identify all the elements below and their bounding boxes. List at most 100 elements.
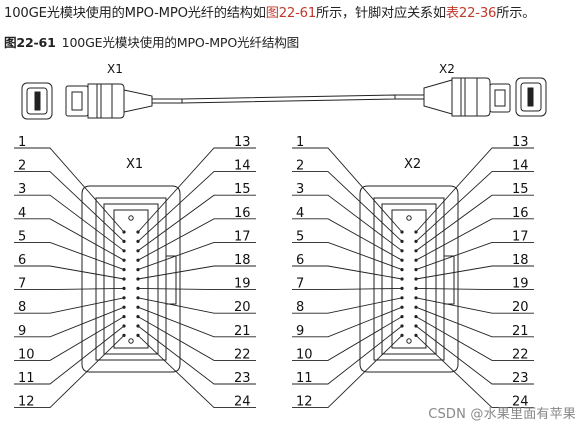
figure-number: 图22-61 [4, 35, 56, 50]
fiber-position [122, 239, 126, 243]
pin-leader-line [415, 287, 534, 291]
pin-number-label: 23 [234, 371, 251, 386]
fiber-position [400, 230, 404, 234]
fiber-position [400, 315, 404, 319]
pin-leader-line [137, 218, 256, 261]
pin-leader-line [292, 306, 403, 338]
pin-leader-line [137, 335, 256, 409]
pin-number-label: 20 [512, 300, 529, 315]
pin-number-label: 22 [234, 347, 251, 362]
pin-number-label: 6 [296, 253, 304, 268]
pin-leader-line [14, 297, 125, 314]
pin-leader-line [14, 147, 125, 233]
pin-number-label: 12 [18, 395, 35, 410]
pin-number-label: 15 [512, 182, 529, 197]
table-link[interactable]: 表22-36 [445, 6, 497, 21]
fiber-position [136, 324, 140, 328]
watermark: CSDN @水果里面有苹果 [428, 407, 576, 422]
pin-leader-line [415, 265, 534, 280]
pin-leader-line [14, 335, 125, 409]
fiber-position [414, 258, 418, 262]
pin-leader-line [415, 194, 534, 252]
pin-leader-line [137, 265, 256, 280]
cable-label-x1: X1 [107, 62, 123, 76]
fiber-position [122, 305, 126, 309]
pin-leader-line [137, 171, 256, 242]
pin-number-label: 22 [512, 347, 529, 362]
intro-paragraph: 100GE光模块使用的MPO-MPO光纤的结构如图22-61所示，针脚对应关系如… [4, 5, 582, 22]
fiber-position [400, 305, 404, 309]
pin-number-label: 13 [512, 135, 529, 150]
pin-number-label: 12 [296, 395, 313, 410]
fiber-position [414, 230, 418, 234]
fiber-position [136, 296, 140, 300]
fiber-position [400, 277, 404, 281]
fiber-position [136, 315, 140, 319]
pin-leader-line [292, 335, 403, 409]
guide-hole-top [128, 215, 134, 221]
pin-leader-line [292, 325, 403, 385]
pin-number-label: 10 [296, 347, 313, 362]
pin-number-label: 16 [512, 206, 529, 221]
pin-leader-line [14, 325, 125, 385]
fiber-position [414, 268, 418, 272]
figure-title: 100GE光模块使用的MPO-MPO光纤结构图 [61, 35, 300, 50]
pin-number-label: 21 [234, 324, 251, 339]
connector-frame [95, 197, 167, 361]
pin-number-label: 24 [234, 395, 251, 410]
pin-leader-line [14, 306, 125, 338]
pin-leader-line [292, 265, 403, 280]
fiber-position [414, 277, 418, 281]
pin-number-label: 19 [512, 277, 529, 292]
intro-suffix: 所示。 [496, 6, 536, 21]
pin-number-label: 5 [18, 229, 26, 244]
connector-key [444, 255, 455, 305]
fiber-position [122, 286, 126, 290]
pin-number-label: 11 [18, 371, 35, 386]
fiber-position [414, 239, 418, 243]
connector-key [166, 255, 177, 305]
pin-leader-line [137, 147, 256, 233]
fiber-position [122, 277, 126, 281]
pin-leader-line [137, 306, 256, 338]
pin-number-label: 8 [18, 300, 26, 315]
pin-leader-line [415, 335, 534, 409]
pin-number-label: 9 [18, 324, 26, 339]
left-plug [65, 83, 182, 119]
figure-caption: 图22-61 100GE光模块使用的MPO-MPO光纤结构图 [4, 35, 299, 51]
fiber-position [414, 296, 418, 300]
pin-number-label: 9 [296, 324, 304, 339]
pin-leader-line [415, 297, 534, 314]
cable-label-x2: X2 [439, 62, 455, 76]
pin-number-label: 19 [234, 277, 251, 292]
pin-number-label: 20 [234, 300, 251, 315]
connector-housing [81, 185, 181, 373]
connector-label: X1 [126, 157, 143, 172]
fiber-position [136, 258, 140, 262]
fiber-position [400, 324, 404, 328]
pin-number-label: 2 [18, 159, 26, 174]
pin-number-label: 18 [234, 253, 251, 268]
pin-leader-line [137, 316, 256, 361]
pin-number-label: 21 [512, 324, 529, 339]
pin-leader-line [292, 241, 403, 271]
ferrule [391, 209, 427, 349]
fiber-position [414, 324, 418, 328]
pin-number-label: 18 [512, 253, 529, 268]
fiber-position [136, 286, 140, 290]
figure-link[interactable]: 图22-61 [265, 6, 317, 21]
fiber-position [136, 268, 140, 272]
pin-number-label: 3 [296, 182, 304, 197]
pin-leader-line [137, 241, 256, 271]
guide-hole-bottom [406, 338, 412, 344]
right-dust-cap [515, 77, 547, 117]
pin-leader-line [292, 297, 403, 314]
fiber-position [136, 239, 140, 243]
pin-leader-line [292, 316, 403, 361]
connector-frame-inner [103, 203, 159, 355]
pin-leader-line [14, 287, 125, 291]
pin-leader-line [415, 316, 534, 361]
fiber-position [400, 333, 404, 337]
fiber-position [400, 239, 404, 243]
